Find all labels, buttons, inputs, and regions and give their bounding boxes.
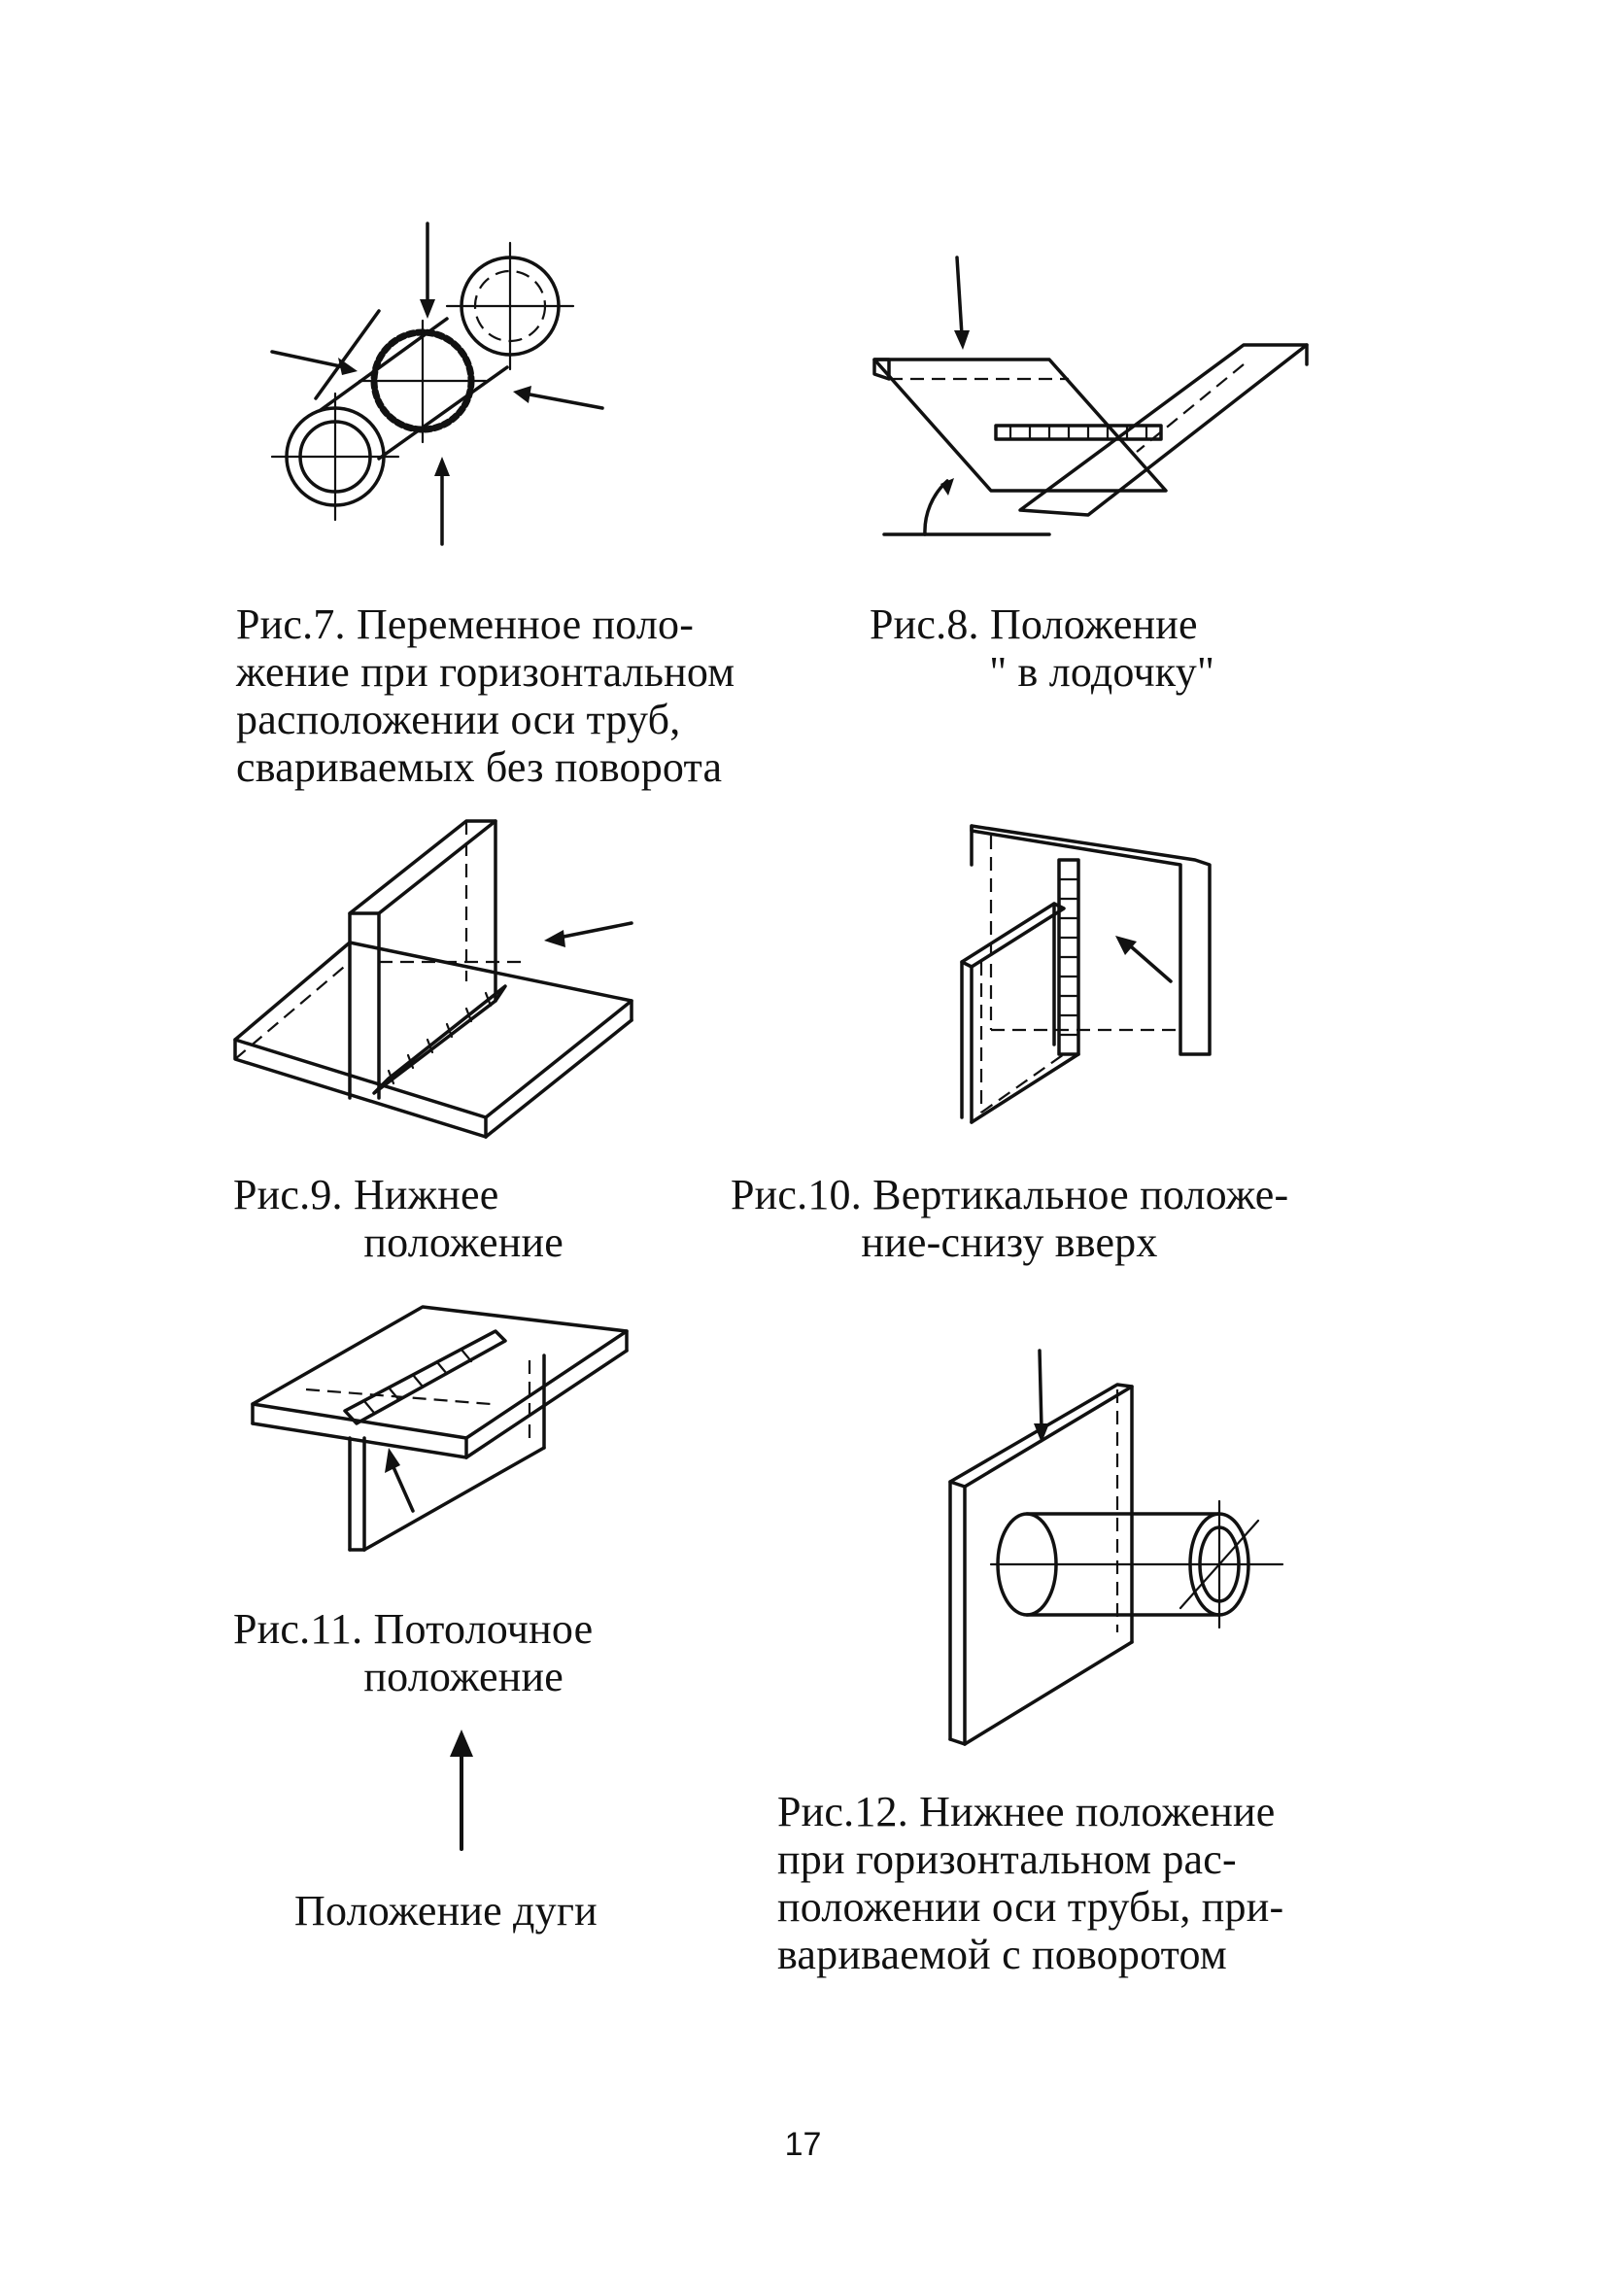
vertical-plate (350, 821, 525, 1098)
weld-seam (345, 1331, 505, 1423)
page-number: 17 (784, 2126, 822, 2163)
figure-12-pipe-to-plate (933, 1346, 1302, 1754)
weld-seam-vertical (1059, 860, 1078, 1054)
figure-9-caption: Рис.9. Нижнее положение (233, 1171, 564, 1266)
pipe (991, 1501, 1282, 1628)
arc-arrow (954, 257, 970, 350)
back-plate (972, 826, 1210, 1054)
base-line-and-angle (884, 478, 1049, 534)
figure-11-caption: Рис.11. Потолочное положение (233, 1605, 594, 1700)
plate-right (1020, 345, 1307, 515)
arc-arrow (385, 1448, 413, 1511)
up-arrow-icon (450, 1730, 473, 1854)
weld-seam (374, 986, 505, 1093)
side-plate (962, 904, 1078, 1122)
hanging-plate (350, 1355, 544, 1550)
figure-8-boat-position (855, 253, 1321, 544)
pipe-end-near (272, 394, 398, 520)
figure-7-caption: Рис.7. Переменное поло- жение при горизо… (236, 600, 735, 791)
top-plate (253, 1307, 627, 1457)
plate-left (874, 360, 1166, 491)
arc-direction-arrows (272, 223, 602, 544)
figure-10-caption: Рис.10. Вертикальное положе- ние-снизу в… (731, 1171, 1289, 1266)
weld-seam-ring (359, 321, 486, 442)
figure-7-pipe-joint (253, 214, 622, 564)
base-plate (235, 942, 632, 1137)
figure-11-overhead-position (248, 1302, 636, 1574)
pipe-end-far (447, 243, 573, 369)
arc-arrow (1115, 936, 1171, 981)
figure-8-caption: Рис.8. Положение " в лодочку" (870, 600, 1215, 696)
arc-arrow (544, 923, 632, 947)
figure-10-vertical-position (942, 821, 1253, 1142)
figure-9-flat-position (233, 816, 651, 1127)
arc-position-label: Положение дуги (294, 1887, 598, 1935)
figure-12-caption: Рис.12. Нижнее положение при горизонталь… (777, 1788, 1284, 1978)
arc-arrow (1034, 1351, 1049, 1443)
weld-seam (996, 426, 1161, 439)
